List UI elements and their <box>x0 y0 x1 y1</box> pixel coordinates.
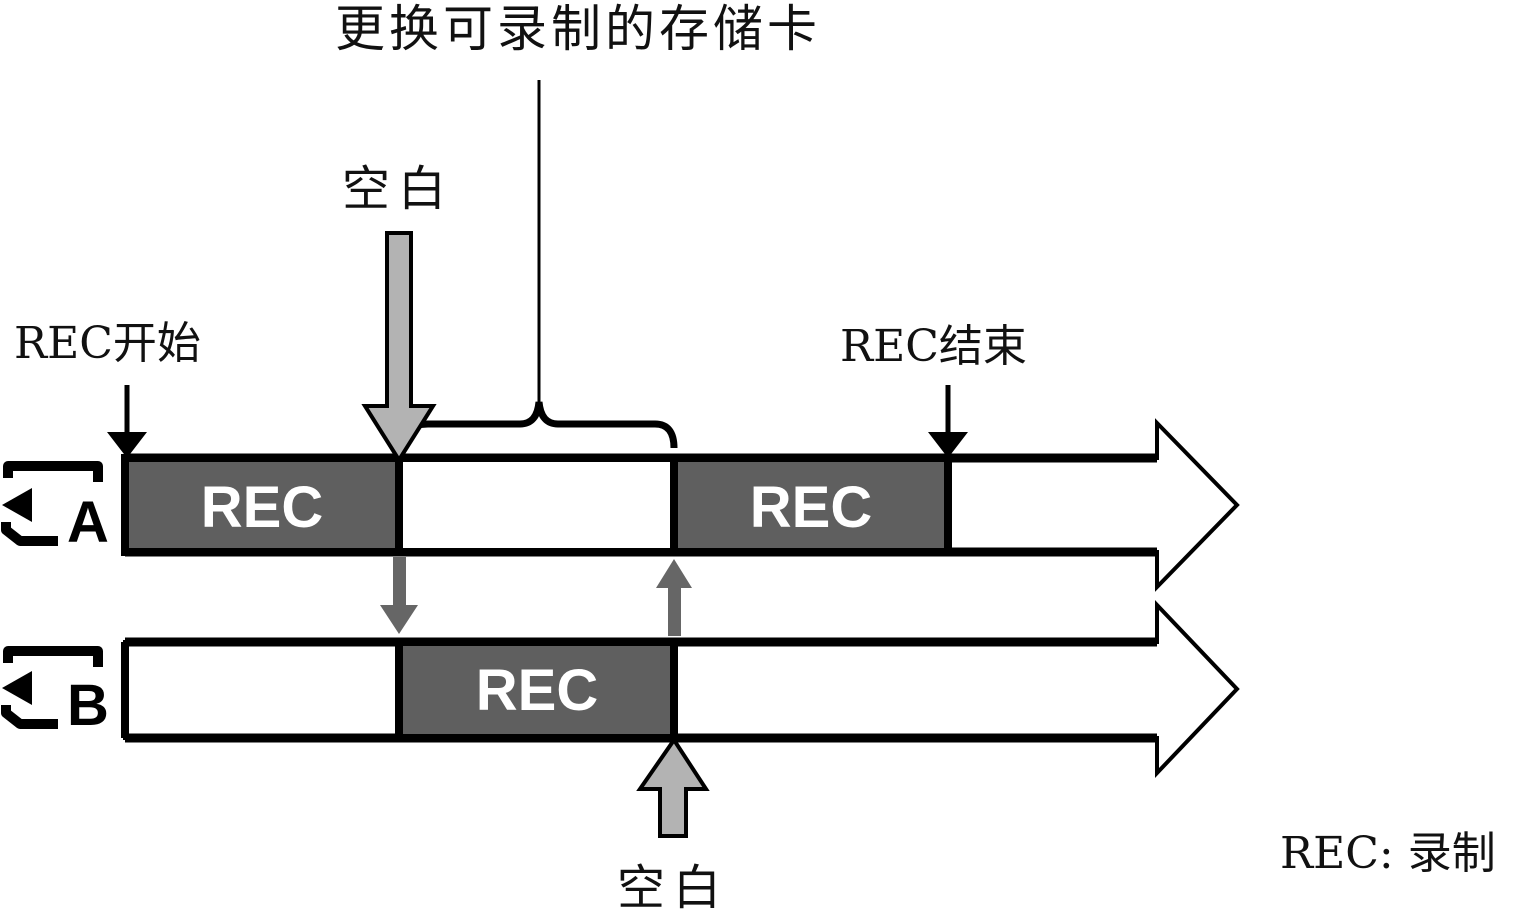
switch-to-a-arrow <box>656 559 692 636</box>
legend-label: REC: 录制 <box>1280 828 1496 879</box>
blank-bottom-arrow <box>636 736 710 838</box>
title-label: 更换可录制的存储卡 <box>335 0 821 58</box>
track-b-rec-label: REC <box>476 658 598 723</box>
card-slot-a-icon: A <box>1 461 109 555</box>
blank-top-arrow <box>361 231 437 464</box>
rec-end-arrow-head <box>928 432 968 458</box>
rec-start-arrow-head <box>107 432 147 458</box>
track-a-rec-segment-2 <box>670 454 952 556</box>
card-slot-a-label: A <box>67 490 109 555</box>
track-a-blank-segment <box>395 454 678 556</box>
card-slot-b-label: B <box>67 673 109 738</box>
rec-end-label: REC结束 <box>840 321 1027 372</box>
track-b-rec-segment <box>395 638 678 742</box>
rec-start-label: REC开始 <box>14 318 201 369</box>
blank-bottom-label: 空白 <box>617 860 729 916</box>
card-slot-b-icon: B <box>1 646 109 738</box>
span-brace <box>394 401 678 449</box>
blank-top-label: 空白 <box>342 161 454 217</box>
switch-to-b-arrow <box>380 557 418 634</box>
track-a-rec-label-1: REC <box>201 475 323 540</box>
track-a-rec-label-2: REC <box>750 475 872 540</box>
